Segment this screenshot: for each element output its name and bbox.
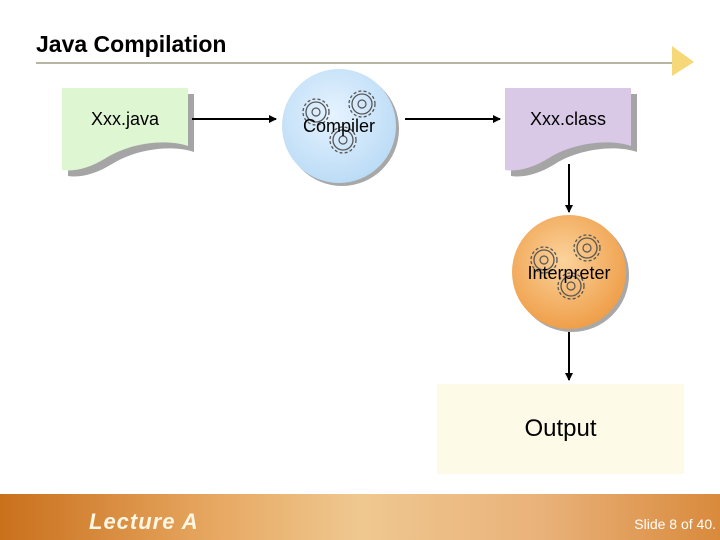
- source-file-label: Xxx.java: [90, 109, 160, 129]
- class-file-node: [505, 88, 637, 177]
- output-label: Output: [524, 415, 597, 442]
- footer-bar: Lecture A Slide 8 of 40.: [0, 494, 720, 540]
- output-node: Output: [437, 384, 684, 474]
- slide-number: Slide 8 of 40.: [634, 516, 716, 532]
- diagram-canvas: [36, 46, 694, 381]
- lecture-label: Lecture A: [89, 509, 199, 534]
- compiler-node: [282, 69, 399, 186]
- title-rule-arrow-icon: [672, 46, 694, 76]
- slide-title: Java Compilation: [36, 31, 227, 57]
- interpreter-node: [512, 215, 629, 332]
- interpreter-label: Interpreter: [527, 263, 611, 283]
- compiler-label: Compiler: [302, 116, 376, 136]
- source-file-node: [62, 88, 194, 177]
- class-file-label: Xxx.class: [529, 109, 607, 129]
